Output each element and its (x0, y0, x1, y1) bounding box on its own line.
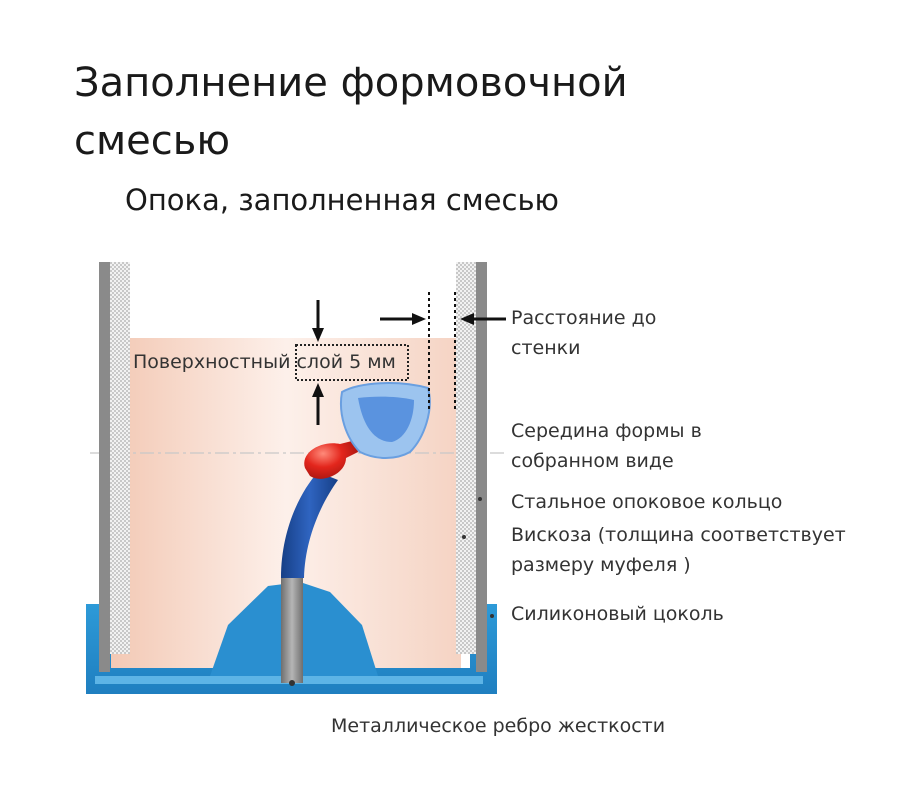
steel-ring-label: Стальное опоковое кольцо (511, 491, 783, 513)
wax-ball (304, 440, 358, 479)
metal-rib-label: Металлическое ребро жесткости (331, 715, 666, 737)
page-title: Заполнение формовочной смесью (74, 54, 774, 170)
distance-arrow-right-head (460, 313, 474, 325)
distance-label-line-1: Расстояние до (511, 307, 657, 329)
steel-ring-right (476, 262, 487, 672)
crown-inner (358, 396, 414, 442)
viscose-right (456, 262, 476, 654)
mold-middle-label: Середина формы в собранном виде (511, 416, 702, 476)
silicone-base-label: Силиконовый цоколь (511, 603, 724, 625)
title-line-2: смесью (74, 118, 231, 164)
surface-arrow-bottom-head (312, 383, 324, 397)
distance-arrow-left-head (412, 313, 426, 325)
mold-middle-line-2: собранном виде (511, 450, 674, 472)
title-line-1: Заполнение формовочной (74, 60, 628, 106)
metal-rib-rod (281, 575, 303, 683)
surface-arrow-top-head (312, 328, 324, 342)
viscose-left (110, 262, 130, 654)
silicone-pointer-dot (490, 614, 494, 618)
sprue (281, 472, 338, 578)
silicone-base (86, 604, 497, 694)
mold-middle-line-1: Середина формы в (511, 420, 702, 442)
viscose-line-2: размеру муфеля ) (511, 554, 691, 576)
surface-layer-label: Поверхностный слой 5 мм (133, 351, 396, 373)
page-subtitle: Опока, заполненная смесью (125, 183, 559, 217)
steel-ring-pointer-dot (478, 497, 482, 501)
distance-label-line-2: стенки (511, 337, 581, 359)
surface-layer-box (295, 344, 409, 381)
distance-to-wall-label: Расстояние до стенки (511, 303, 656, 363)
viscose-pointer-dot (462, 535, 466, 539)
viscose-label: Вискоза (толщина соответствует размеру м… (511, 520, 846, 580)
steel-ring-left (99, 262, 110, 672)
metal-rib-dot (289, 680, 295, 686)
viscose-line-1: Вискоза (толщина соответствует (511, 524, 846, 546)
